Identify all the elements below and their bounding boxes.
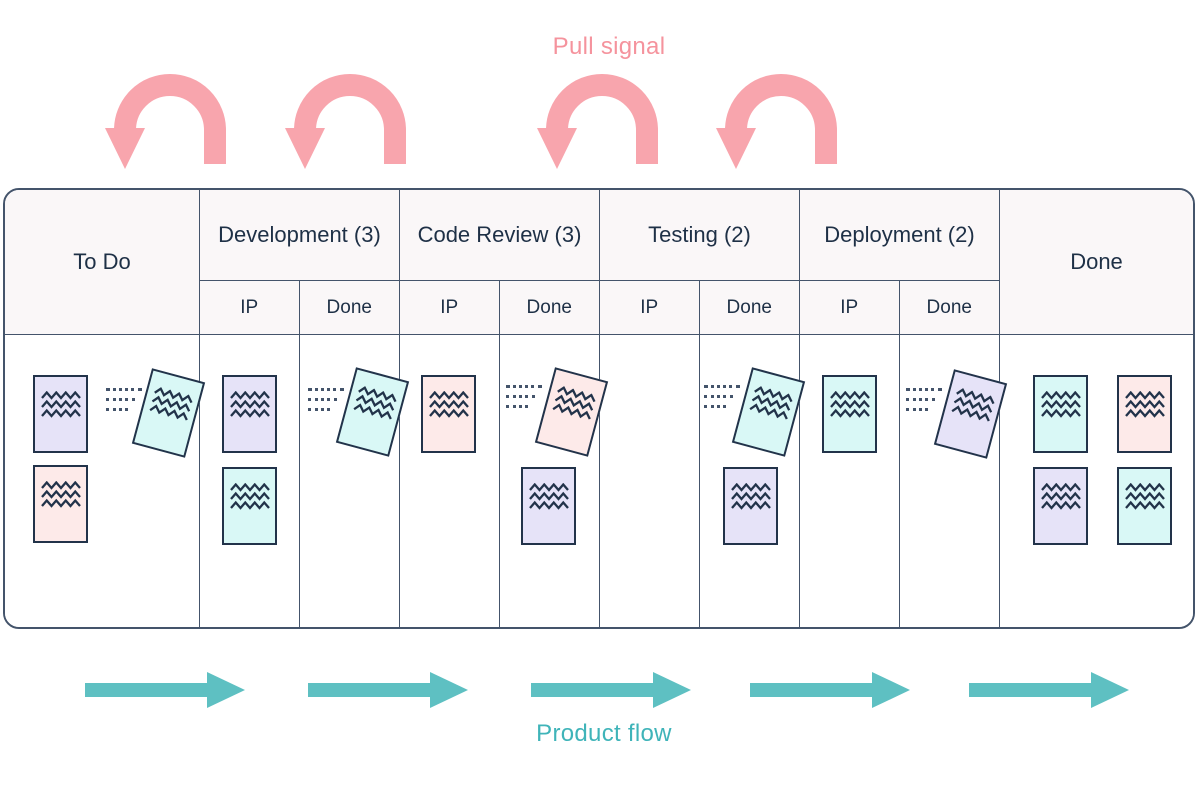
stage-deployment: Deployment (2) IP Done [800,190,1000,334]
subcolumn-header-code-review-done: Done [526,296,572,318]
lane-todo [5,335,200,627]
column-header-todo: To Do [5,190,200,334]
stage-header-deployment: Deployment (2) [800,190,999,281]
lane-code-review-ip [400,335,500,627]
lane-deployment-done [900,335,1000,627]
flow-arrow-icon [969,672,1129,708]
column-header-done: Done [1070,249,1123,274]
subcolumn-header-deployment-done: Done [926,296,972,318]
product-flow-label: Product flow [536,720,672,747]
lane-code-review-done [500,335,600,627]
lane-testing-done [700,335,800,627]
subcolumn-header-development-ip: IP [200,281,300,334]
pull-arrow-icon [105,74,226,169]
pull-arrow-icon [537,74,658,169]
lane-development-done [300,335,400,627]
stage-header-testing: Testing (2) [600,190,799,281]
subcolumn-header-deployment-ip: IP [800,281,900,334]
lane-done [1000,335,1193,627]
pull-arrow-icon [285,74,406,169]
pull-arrow-icon [716,74,837,169]
stage-header-code-review: Code Review (3) [400,190,599,281]
kanban-board: To Do Development (3) IP Done Code Revie… [3,188,1195,629]
flow-arrow-icon [85,672,245,708]
pull-signal-label: Pull signal [552,33,666,60]
stage-code-review: Code Review (3) IP Done [400,190,600,334]
flow-arrow-icon [531,672,691,708]
subcolumn-header-testing-ip: IP [600,281,700,334]
stage-development: Development (3) IP Done [200,190,400,334]
subcolumn-header-development-done: Done [326,296,372,318]
lane-development-ip [200,335,300,627]
flow-arrow-icon [308,672,468,708]
lane-testing-ip [600,335,700,627]
flow-arrow-icon [750,672,910,708]
subcolumn-header-testing-done: Done [726,296,772,318]
subcolumn-header-code-review-ip: IP [400,281,500,334]
lane-deployment-ip [800,335,900,627]
board-body [5,335,1193,627]
board-header-row: To Do Development (3) IP Done Code Revie… [5,190,1193,335]
stage-header-development: Development (3) [200,190,399,281]
stage-testing: Testing (2) IP Done [600,190,800,334]
